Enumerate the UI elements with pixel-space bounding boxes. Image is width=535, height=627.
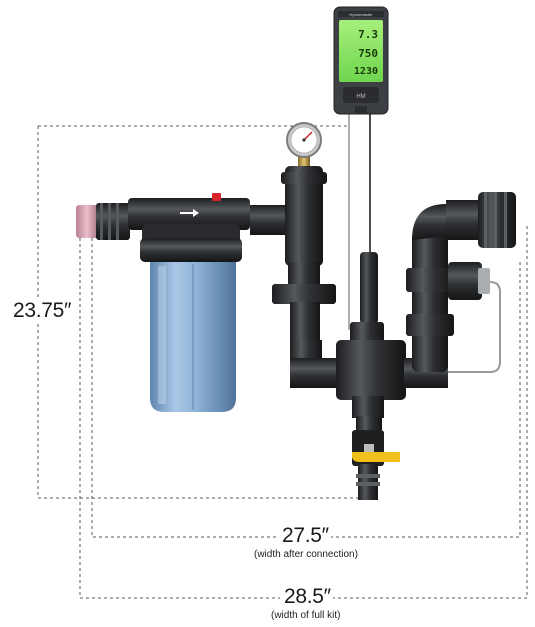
ball-valve (352, 430, 400, 500)
meter-brand: Hydromaster (350, 12, 374, 17)
meter-reading-ec: 750 (358, 47, 378, 60)
left-pipe-assembly (250, 166, 350, 388)
filter-housing (150, 262, 236, 412)
width-full-kit-caption: (width of full kit) (271, 610, 341, 621)
pressure-release-button (212, 193, 221, 201)
height-dimension-label: 23.75″ (12, 299, 73, 323)
meter-reading-ppm: 1230 (354, 66, 378, 77)
flow-arrow-icon (193, 209, 199, 217)
filter-head (128, 193, 250, 262)
right-pipe-assembly (404, 192, 516, 388)
width-after-connection-caption: (width after connection) (254, 549, 358, 560)
central-sensor-tee (336, 252, 406, 430)
width-full-kit-label: 28.5″ (282, 585, 333, 609)
width-after-connection-label: 27.5″ (280, 524, 331, 548)
inlet-fitting (76, 203, 130, 240)
probe-handle (360, 252, 378, 324)
meter-screen (339, 20, 383, 82)
meter-cables (348, 114, 371, 330)
meter-button-label: HM (356, 94, 365, 100)
ph-ec-meter: Hydromaster 7.3 750 1230 HM (333, 6, 389, 115)
union-nut (272, 284, 336, 304)
side-port (448, 262, 482, 300)
meter-reading-ph: 7.3 (358, 28, 378, 41)
width-connection-dimension-line (91, 232, 521, 538)
valve-handle (352, 452, 400, 462)
pressure-gauge (286, 122, 322, 166)
return-line (448, 281, 501, 373)
width-full-dimension-line (79, 225, 528, 599)
